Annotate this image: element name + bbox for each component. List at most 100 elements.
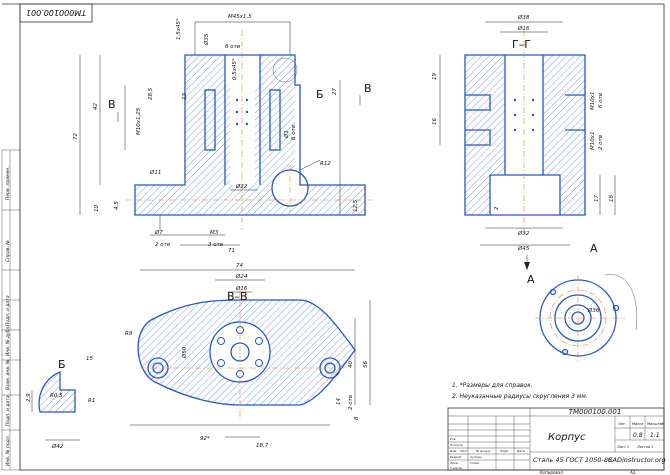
section-vv-view	[137, 290, 356, 420]
section-mark-v-right: В	[364, 82, 372, 95]
part-name: Корпус	[548, 432, 586, 443]
section-mark-b-upper: Б	[316, 88, 324, 101]
dim-74: 74	[236, 263, 243, 269]
section-gg-labels: Ø38 Ø16 19 16 M10x1 6 отв M10x1 2 отв 17…	[432, 14, 615, 252]
header-prov: Пров.	[450, 461, 459, 465]
dim-27: 27	[332, 88, 338, 95]
section-gg-view	[464, 30, 586, 235]
header-list: Лист	[459, 449, 468, 453]
side-label: Инв. № дубл.	[5, 325, 11, 356]
dim-42: 42	[93, 103, 99, 110]
top-stamp-designation: ТМ000100.001	[26, 8, 86, 17]
dim-2: 2	[494, 206, 500, 210]
detail-b-view	[31, 371, 80, 441]
arrow-a-label: А	[527, 273, 535, 286]
side-label: Подп. и дата	[5, 295, 11, 326]
header-tkontr: Т.контр.	[450, 466, 463, 470]
dim-chamfer-1: 1,5x45°	[176, 18, 182, 40]
top-stamp-box	[19, 3, 93, 23]
sheet-label: Лист 1	[616, 445, 629, 449]
dim-r12: R12	[320, 161, 331, 167]
dim-d1: Ø1	[283, 130, 290, 139]
title-block	[447, 407, 665, 471]
dim-14: 14	[336, 398, 342, 405]
header-date: Дата	[516, 449, 525, 453]
dim-r0-5: R0,5	[50, 393, 63, 399]
dim-m10c: M10x1	[590, 132, 596, 151]
dim-d36: Ø36	[587, 307, 600, 314]
section-title-vv: В–В	[227, 290, 248, 303]
section-vv-labels: 74 Ø24 Ø16 R9 Ø50 40 56 2 отв 14 92* 18,…	[125, 263, 369, 449]
side-labels: Перв. примен. Справ. № Подп. и дата Инв.…	[5, 166, 11, 466]
header-nkontr: Н.контр.	[450, 443, 463, 447]
section-vv-dimensions	[130, 269, 371, 438]
header-doc: № докум.	[475, 449, 491, 453]
website: CADinstructor.org	[608, 456, 666, 464]
dim-d42b: Ø42	[51, 443, 64, 450]
header-utv: Утв.	[450, 437, 456, 441]
dim-two-holes-b: 2 отв	[348, 395, 354, 410]
header-mass: Масса	[632, 422, 643, 426]
header-sign: Подп.	[500, 449, 509, 453]
dim-d7: Ø7	[154, 229, 163, 236]
dim-m10b: M10x1	[590, 92, 596, 111]
section-gg-dimensions	[439, 21, 616, 246]
dim-d16: Ø16	[517, 25, 530, 32]
header-izm: Изм.	[450, 449, 457, 453]
dim-8: 8	[354, 416, 360, 420]
header-razrab: Разраб.	[450, 455, 462, 459]
side-label: Перв. примен.	[5, 166, 11, 200]
front-section-view	[125, 30, 375, 230]
dim-d11: Ø11	[149, 169, 161, 176]
section-mark-v-left: В	[108, 98, 116, 111]
note-1: 1. *Размеры для справок.	[452, 382, 533, 389]
side-label: Инв. № подл.	[5, 435, 11, 466]
section-title-gg: Г–Г	[512, 38, 531, 51]
detail-title-b: Б	[58, 358, 66, 371]
dim-r9: R9	[125, 331, 133, 337]
dim-28-5: 28,5	[148, 87, 154, 100]
dim-six-holes: 6 отв	[291, 125, 297, 140]
prov-name: Голов	[470, 461, 479, 465]
dim-two-holes-r: 2 отв	[598, 135, 604, 150]
header-scale: Масштаб	[647, 422, 664, 426]
dim-2-9: 2,9	[26, 393, 32, 402]
dim-three-holes: 3 отв	[208, 242, 223, 248]
designation: ТМ000100.001	[569, 408, 622, 416]
dim-d35: Ø35	[203, 33, 210, 46]
title-block-text: ТМ000100.001 Корпус Сталь 45 ГОСТ 1050-8…	[450, 408, 666, 470]
dim-4-5: 4,5	[114, 201, 120, 210]
dim-72: 72	[73, 133, 79, 140]
dim-d22: Ø22	[235, 183, 248, 190]
dim-d45: Ø45	[517, 245, 530, 252]
dim-m10: M10x1,25	[136, 107, 142, 135]
dim-18-7: 18,7	[256, 443, 269, 449]
dim-m3: M3	[210, 230, 219, 236]
material: Сталь 45 ГОСТ 1050-88	[533, 456, 612, 464]
side-label: Взам. инв. №	[5, 359, 11, 390]
format-label: A3	[629, 470, 636, 475]
dim-d16c: Ø16	[235, 285, 248, 292]
dim-m45: M45x1,5	[228, 14, 252, 20]
left-margin-strips	[1, 149, 21, 471]
arrow-a: А	[524, 255, 535, 286]
dim-12-5: 12,5	[353, 199, 359, 212]
section-markers-front: В В Б	[108, 82, 372, 122]
dim-10: 10	[94, 205, 100, 212]
header-lit: Лит.	[617, 422, 626, 426]
razrab-name: Чуприн	[470, 455, 482, 459]
mass-value: 0.8	[633, 432, 643, 439]
dim-17: 17	[594, 195, 600, 202]
dim-15: 15	[86, 356, 93, 362]
dim-92: 92*	[200, 436, 210, 442]
dim-71: 71	[228, 248, 235, 254]
dim-two-holes: 2 отв	[155, 242, 170, 248]
detail-b-labels: R0,5 R1 Ø42 2,9 15	[26, 356, 95, 450]
dim-18: 18	[609, 195, 615, 202]
note-2: 2. Неуказанные радиусы скругления 3 мм.	[452, 393, 588, 400]
copied-label: Копировал	[540, 470, 563, 475]
dim-56: 56	[363, 361, 369, 368]
dim-16: 16	[432, 118, 438, 125]
dim-d38: Ø38	[517, 14, 530, 21]
front-view-dimensions	[79, 21, 341, 246]
